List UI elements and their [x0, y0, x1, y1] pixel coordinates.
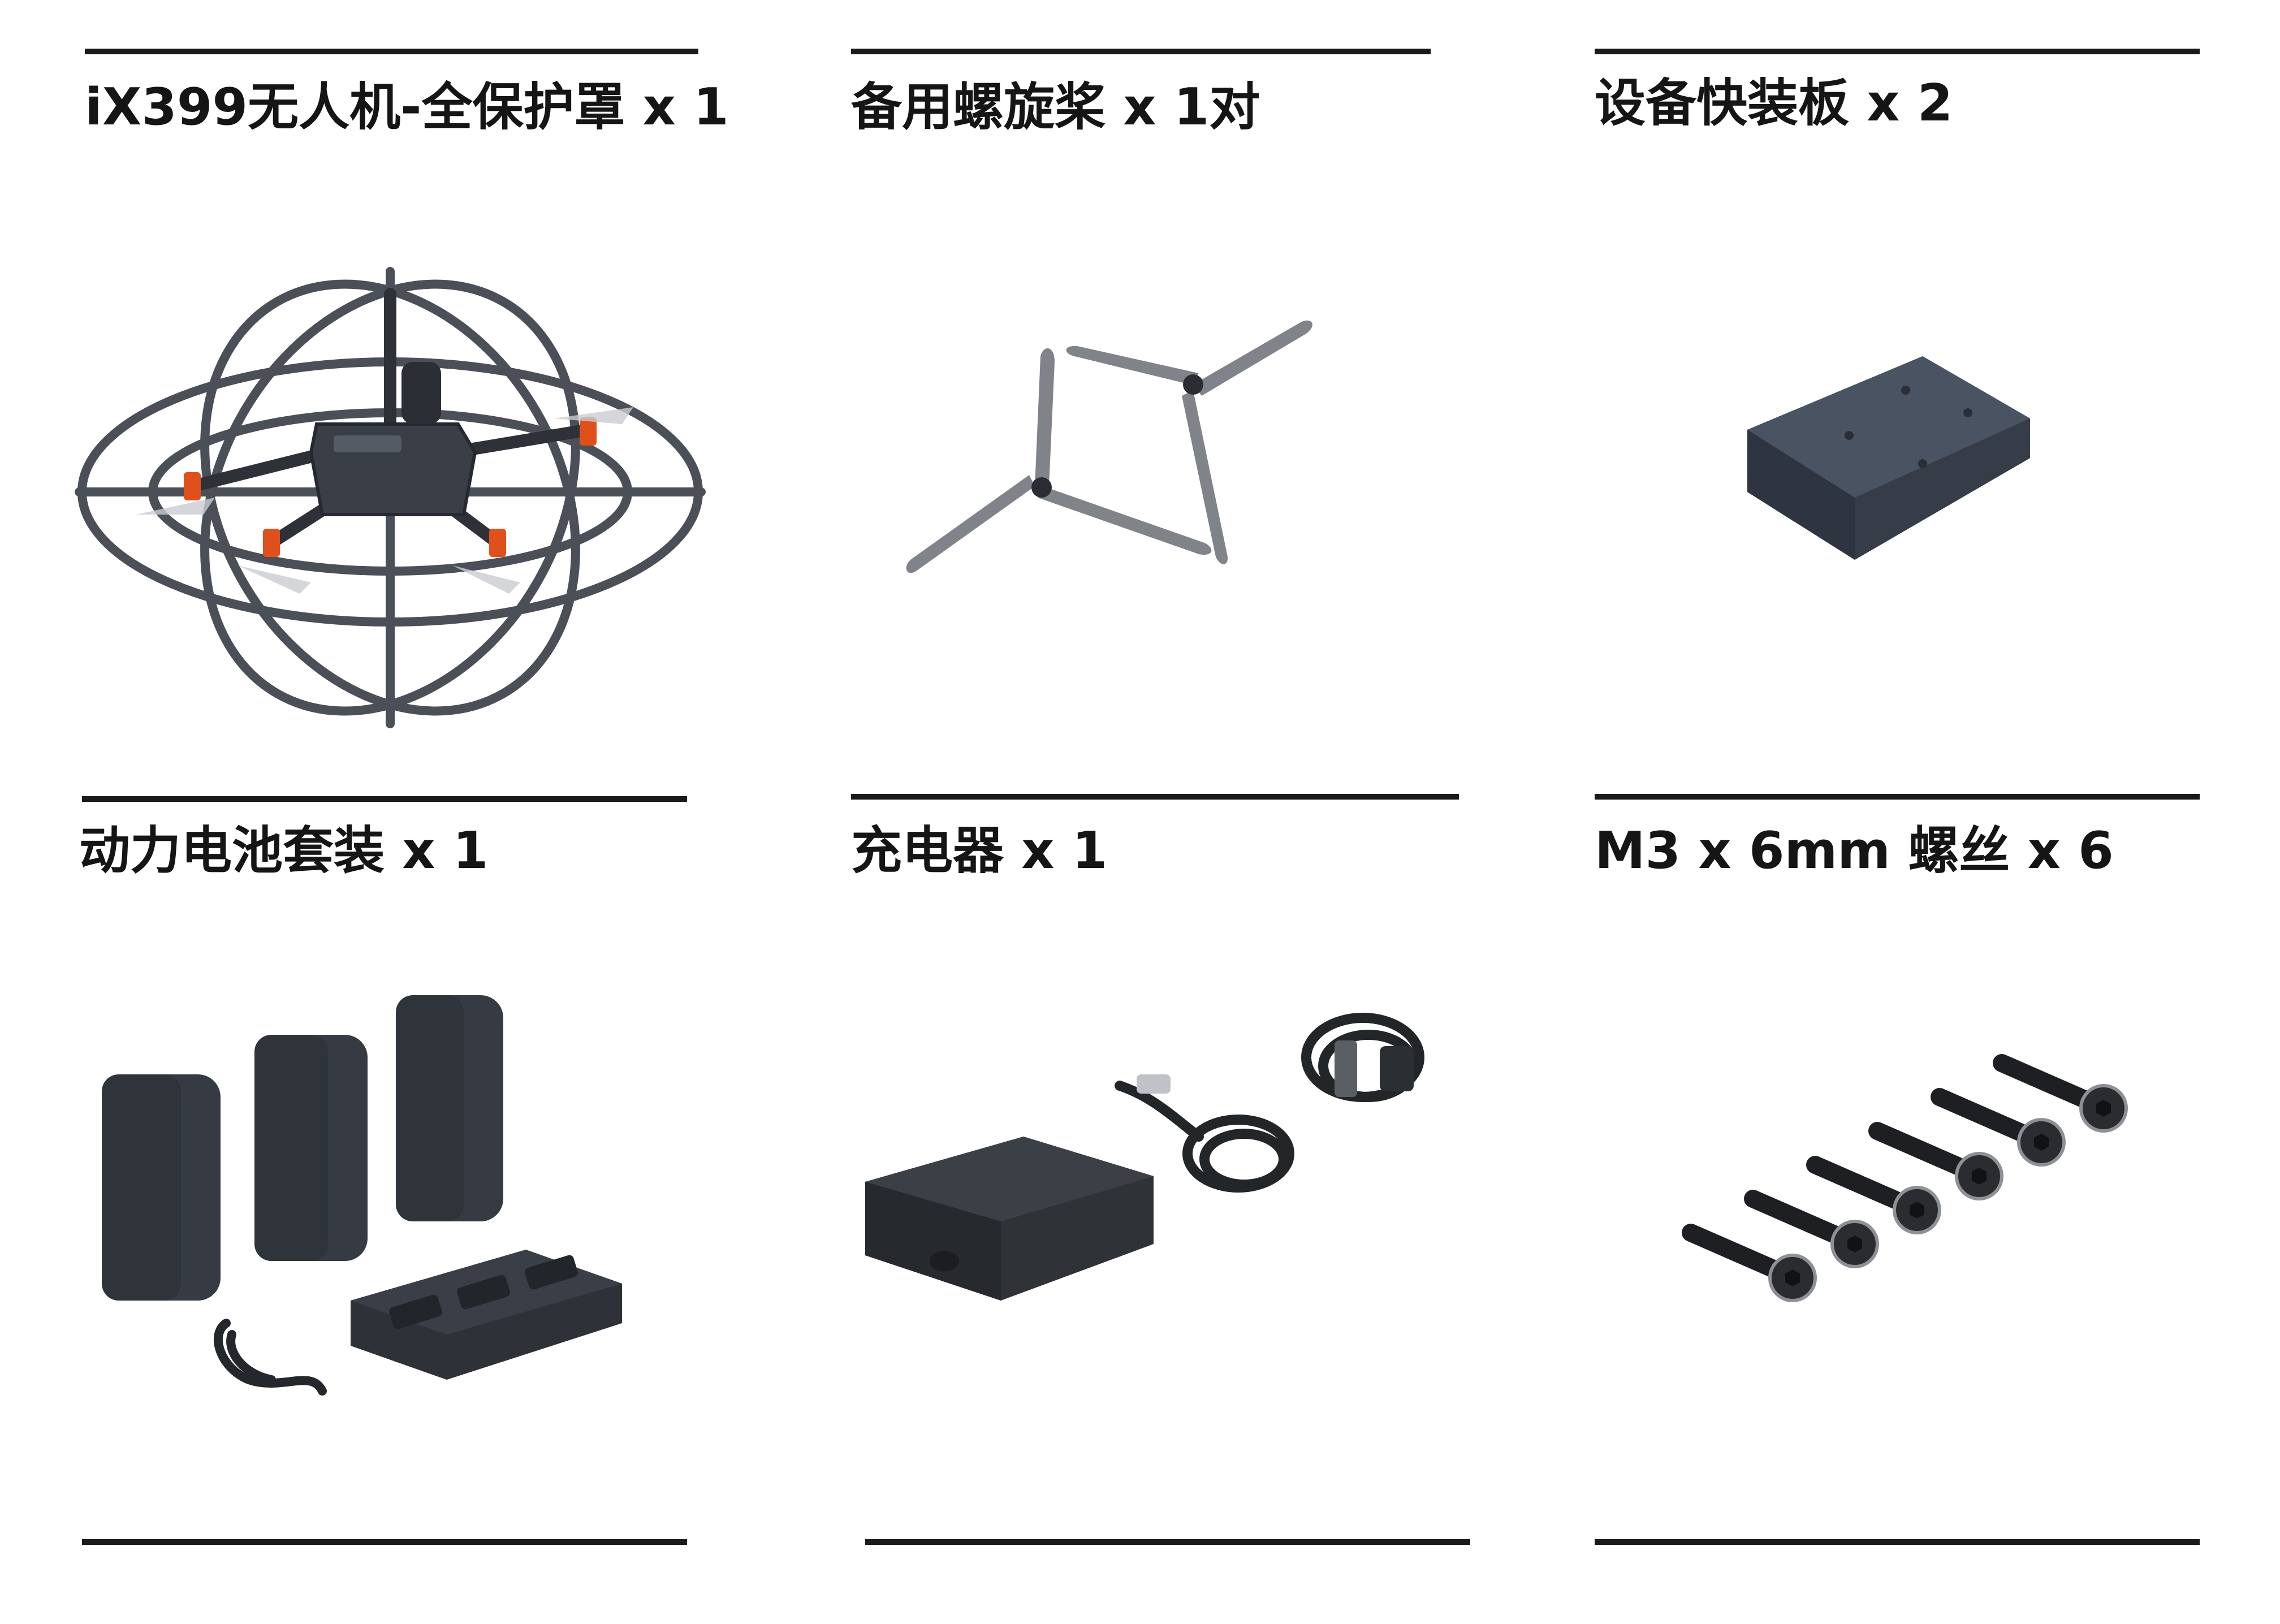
item-title-screws: M3 x 6mm 螺丝 x 6 [1595, 821, 2114, 880]
battery-kit-icon [96, 984, 639, 1425]
propeller-icon [893, 305, 1323, 588]
item-title-propellers: 备用螺旋桨 x 1对 [851, 77, 1260, 137]
divider-mid-2 [851, 794, 1459, 800]
divider-bottom-1 [82, 1539, 687, 1545]
drone-with-cage-icon [68, 249, 712, 746]
divider-top-3 [1595, 49, 2200, 54]
divider-bottom-2 [865, 1539, 1470, 1545]
divider-mid-3 [1595, 794, 2200, 800]
divider-top-2 [851, 49, 1431, 54]
item-title-drone: iX399无人机-全保护罩 x 1 [85, 77, 729, 137]
item-title-battery-kit: 动力电池套装 x 1 [79, 821, 489, 880]
mount-plate-icon [1736, 345, 2041, 571]
item-title-charger: 充电器 x 1 [851, 821, 1108, 880]
item-title-mount-plate: 设备快装板 x 2 [1595, 74, 1953, 133]
screw-icon [1679, 1052, 2138, 1318]
divider-bottom-3 [1595, 1539, 2200, 1545]
divider-mid-1 [82, 796, 687, 802]
charger-icon [860, 973, 1459, 1380]
divider-top-1 [85, 49, 698, 54]
